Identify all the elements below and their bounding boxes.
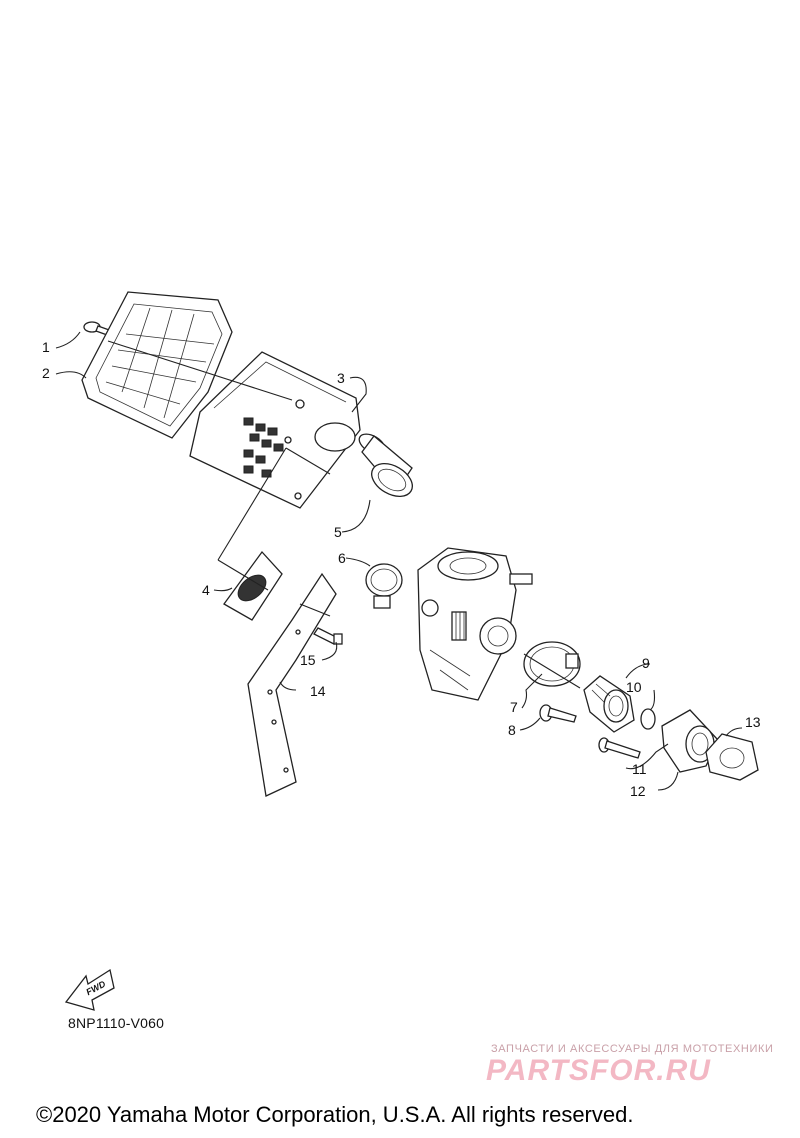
part-2-filter-cover	[81, 291, 233, 439]
part-6-clamp	[365, 563, 403, 609]
case-grille	[243, 417, 284, 478]
callout-3: 3	[337, 370, 345, 386]
part-8-screw	[539, 704, 577, 723]
callout-2: 2	[42, 365, 50, 381]
part-15-bolt	[313, 627, 343, 645]
callout-8: 8	[508, 722, 516, 738]
part-3-filter-case	[189, 351, 361, 509]
callout-6: 6	[338, 550, 346, 566]
part-4-filter-element	[223, 550, 283, 621]
watermark-logo: PARTSFOR.RU	[486, 1054, 711, 1087]
callout-4: 4	[202, 582, 210, 598]
callout-10: 10	[626, 679, 642, 695]
part-9-manifold-joint	[583, 675, 635, 733]
part-11-bolt	[598, 737, 641, 759]
leader-lines	[55, 331, 743, 791]
callout-5: 5	[334, 524, 342, 540]
part-12-manifold	[661, 709, 719, 773]
callout-13: 13	[745, 714, 761, 730]
part-10-o-ring	[640, 708, 656, 730]
watermark-tagline: ЗАПЧАСТИ И АКСЕССУАРЫ ДЛЯ МОТОТЕХНИКИ	[491, 1043, 774, 1055]
part-7-clamp	[523, 641, 581, 687]
callout-7: 7	[510, 699, 518, 715]
callout-1: 1	[42, 339, 50, 355]
drawing-code: 8NP1110-V060	[68, 1015, 165, 1031]
callout-9: 9	[642, 655, 650, 671]
callout-15: 15	[300, 652, 316, 668]
part-13-gasket	[705, 733, 759, 781]
callout-labels: 1 2 3 4 5 6 7 8 9 10 11 12 13 14 15	[42, 339, 761, 799]
callout-11: 11	[632, 761, 647, 777]
copyright-notice: ©2020 Yamaha Motor Corporation, U.S.A. A…	[36, 1102, 634, 1127]
part-5-joint	[358, 433, 413, 498]
carburetor-assembly	[417, 547, 533, 701]
callout-14: 14	[310, 683, 326, 699]
callout-12: 12	[630, 783, 646, 799]
fwd-arrow-icon: FWD	[64, 968, 115, 1011]
